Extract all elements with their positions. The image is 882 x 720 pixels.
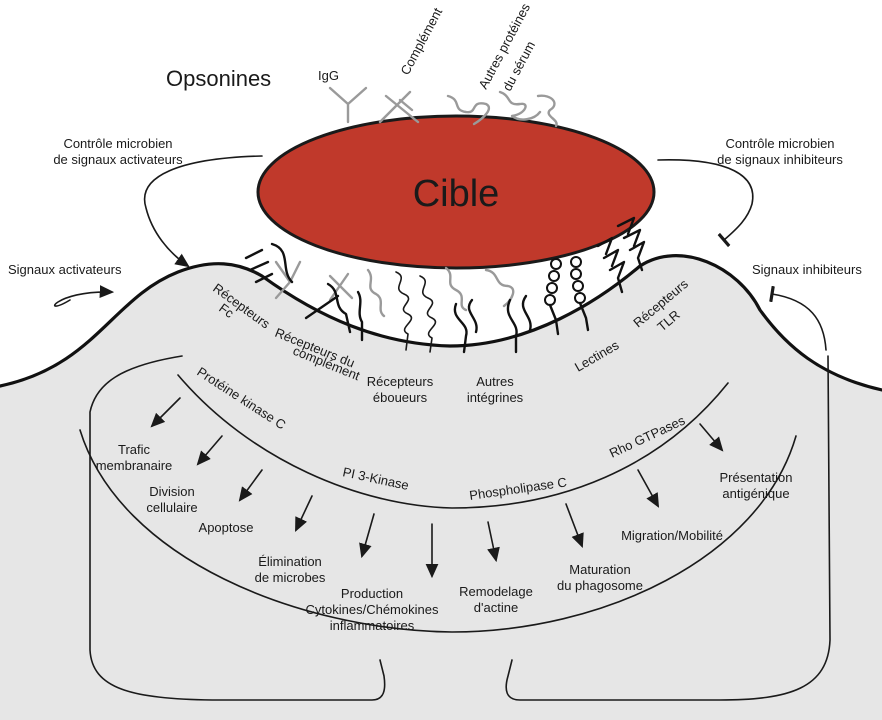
opsonin-complement-top	[378, 90, 420, 124]
outcome-actin-1: Remodelage	[459, 584, 533, 599]
outcome-division-2: cellulaire	[146, 500, 197, 515]
integrin-label-1: Autres	[476, 374, 514, 389]
cell-compartment-right	[505, 355, 831, 701]
outcome-production-3: inflammatoires	[330, 618, 415, 633]
integrin-label-2: intégrines	[467, 390, 524, 405]
fc-receptors	[244, 242, 294, 284]
tlr-receptors	[596, 216, 646, 294]
outcome-apoptosis: Apoptose	[199, 520, 254, 535]
scavenger-receptor-label-2: éboueurs	[373, 390, 428, 405]
activating-control-arrow	[143, 155, 263, 268]
control-activating-line2: de signaux activateurs	[53, 152, 183, 167]
target-label: Cible	[413, 173, 500, 215]
outcome-division-1: Division	[149, 484, 195, 499]
outcome-presentation-2: antigénique	[722, 486, 789, 501]
opsonin-igg-label: IgG	[318, 68, 339, 83]
signals-activating-label: Signaux activateurs	[8, 262, 122, 277]
outcome-migration: Migration/Mobilité	[621, 528, 723, 543]
scavenger-receptor-label-1: Récepteurs	[367, 374, 434, 389]
outcome-maturation-2: du phagosome	[557, 578, 643, 593]
kinase-arc	[177, 374, 729, 509]
outcome-elimination-2: de microbes	[255, 570, 326, 585]
control-inhibitory-line1: Contrôle microbien	[725, 136, 834, 151]
opsonin-igg-top	[328, 86, 368, 124]
cell-membrane	[0, 254, 882, 392]
integrin-receptors	[453, 294, 532, 354]
outcome-actin-2: d'actine	[474, 600, 518, 615]
control-inhibitory-line2: de signaux inhibiteurs	[717, 152, 843, 167]
phagocyte-cell	[0, 255, 882, 720]
opsonin-complement-label: Complément	[397, 5, 445, 77]
complement-receptors	[304, 282, 364, 342]
opsonins-title: Opsonines	[166, 66, 271, 91]
inhibitory-control-arrow	[657, 159, 754, 248]
opsonin-serum-top	[446, 90, 558, 128]
outcome-traffic-1: Trafic	[118, 442, 151, 457]
control-activating-line1: Contrôle microbien	[63, 136, 172, 151]
cell-compartment-left	[89, 355, 386, 701]
outcome-production-2: Cytokines/Chémokines	[306, 602, 439, 617]
activating-signal-arrow	[53, 285, 115, 307]
opsonins-bottom	[274, 260, 515, 318]
outcome-maturation-1: Maturation	[569, 562, 630, 577]
target-microbe	[256, 114, 656, 270]
inner-arc-outer	[79, 429, 797, 633]
outcome-traffic-2: membranaire	[96, 458, 173, 473]
outcome-arrows	[150, 397, 724, 579]
inhibitory-signal-arrow	[769, 285, 827, 351]
outcome-elimination-1: Élimination	[258, 554, 322, 569]
outcome-presentation-1: Présentation	[720, 470, 793, 485]
outcome-production-1: Production	[341, 586, 403, 601]
scavenger-receptors	[395, 271, 437, 353]
lectin-receptors	[544, 256, 590, 336]
signals-inhibitory-label: Signaux inhibiteurs	[752, 262, 862, 277]
